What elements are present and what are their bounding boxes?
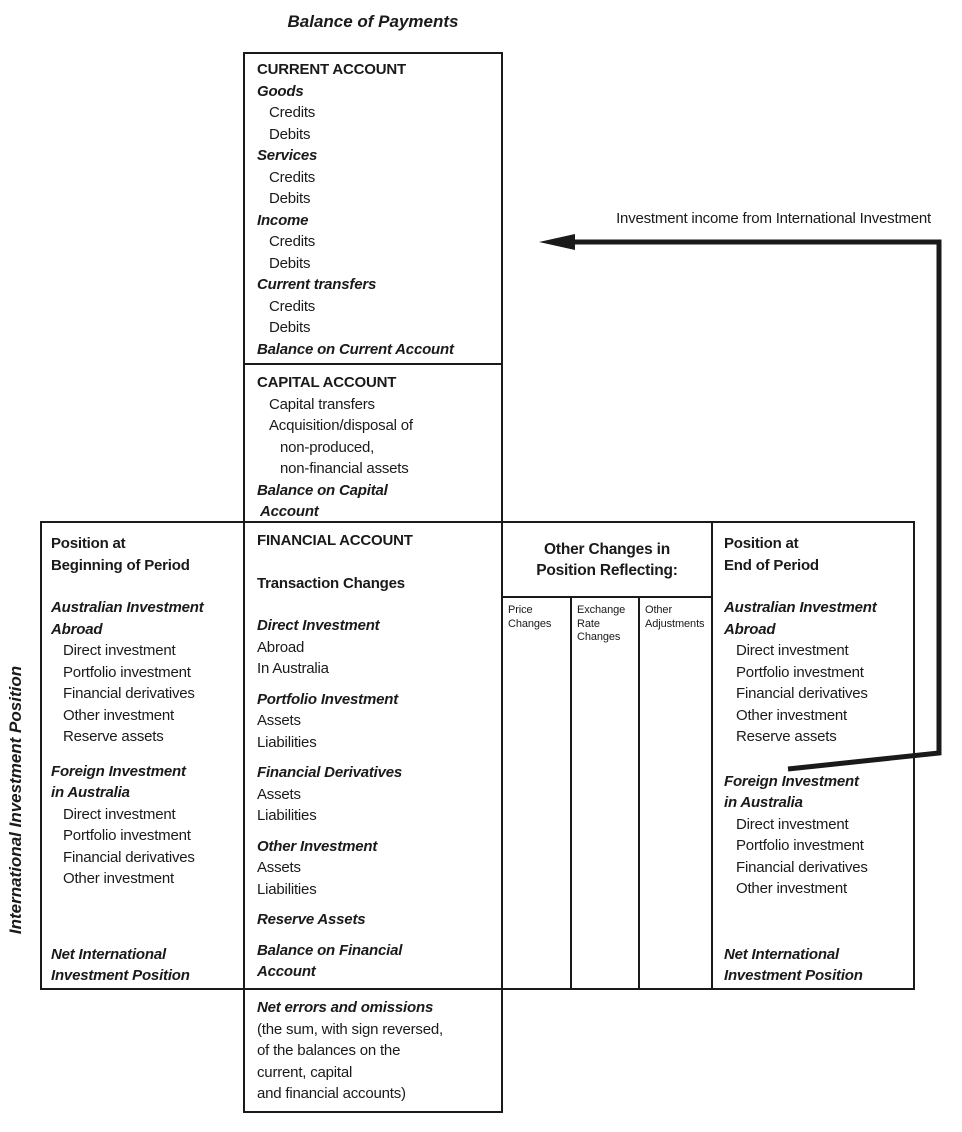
text-line: Financial derivatives <box>63 848 195 866</box>
text-line: non-produced, <box>280 438 375 456</box>
text-line: FINANCIAL ACCOUNT <box>257 532 413 549</box>
text-line: (the sum, with sign reversed, <box>257 1020 443 1038</box>
text-line: Portfolio investment <box>63 663 191 681</box>
text-line: and financial accounts) <box>257 1085 406 1102</box>
diagram-title: Balance of Payments <box>287 12 459 31</box>
text-line: Liabilities <box>257 880 317 898</box>
text-line: Direct Investment <box>257 617 380 634</box>
text-line: Investment Position <box>724 967 863 984</box>
text-line: Direct investment <box>736 642 849 659</box>
text-line: Foreign Investment <box>724 772 859 790</box>
text-line: Abroad <box>257 638 305 656</box>
text-line: Assets <box>257 712 301 729</box>
text-line: Foreign Investment <box>51 762 186 780</box>
text-line: Net International <box>724 945 839 963</box>
text-line: Debits <box>269 190 311 207</box>
text-line: Reserve assets <box>63 728 164 745</box>
text-line: Financial Derivatives <box>257 764 403 781</box>
text-line: Account <box>260 503 319 520</box>
text-line: Services <box>257 147 318 164</box>
text-line: Other investment <box>736 880 848 897</box>
text-line: Other Investment <box>257 837 378 855</box>
text-line: Financial derivatives <box>63 685 195 702</box>
text-line: Other investment <box>63 870 175 887</box>
text-line: Portfolio investment <box>736 837 864 854</box>
column-exchange-rate-changes: Exchange Rate Changes <box>572 598 640 988</box>
other-changes-columns: Price Changes Exchange Rate Changes Othe… <box>503 598 711 988</box>
text-line: Transaction Changes <box>257 574 405 592</box>
text-line: Acquisition/disposal of <box>269 417 413 434</box>
text-line: Financial derivatives <box>736 685 868 702</box>
text-line: Australian Investment <box>51 599 204 616</box>
text-line: Other investment <box>63 706 175 724</box>
text-line: Net International <box>51 945 166 963</box>
column-price-changes: Price Changes <box>503 598 572 988</box>
text-line: End of Period <box>724 556 819 574</box>
text-line: Debits <box>269 254 311 272</box>
text-line: In Australia <box>257 660 329 677</box>
text-line: Debits <box>269 319 311 336</box>
column-other-adjustments: Other Adjustments <box>640 598 711 988</box>
column-price-changes-label: Price Changes <box>508 604 552 630</box>
text-line: non-financial assets <box>280 460 409 477</box>
text-line: in Australia <box>724 794 803 811</box>
column-exchange-rate-changes-label: Exchange Rate Changes <box>577 604 626 643</box>
text-line: Direct investment <box>63 642 176 659</box>
text-line: Financial derivatives <box>736 858 868 876</box>
text-line: Assets <box>257 859 301 876</box>
text-line: Portfolio investment <box>63 827 191 844</box>
text-line: Credits <box>269 233 316 250</box>
other-changes-header-line2: Position Reflecting: <box>536 561 678 579</box>
net-errors-and-omissions-box: Net errors and omissions (the sum, with s… <box>243 988 503 1113</box>
text-line: in Australia <box>51 784 130 801</box>
text-line: Beginning of Period <box>51 556 190 574</box>
text-line: Position at <box>724 535 799 552</box>
text-line: Reserve Assets <box>257 911 366 928</box>
text-line: Liabilities <box>257 733 317 751</box>
text-line: Other investment <box>736 706 848 724</box>
text-line: current, capital <box>257 1063 353 1081</box>
text-line: Current transfers <box>257 276 377 293</box>
text-line: Account <box>257 963 316 980</box>
text-line: Net errors and omissions <box>257 999 434 1016</box>
text-line: Balance on Current Account <box>257 340 454 358</box>
text-line: Abroad <box>51 620 103 638</box>
text-line: Balance on Capital <box>257 481 388 499</box>
text-line: Liabilities <box>257 807 317 824</box>
text-line: Direct investment <box>63 805 176 823</box>
text-line: Portfolio Investment <box>257 690 399 708</box>
text-line: Abroad <box>724 620 776 638</box>
text-line: of the balances on the <box>257 1042 401 1059</box>
text-line: Position at <box>51 535 126 552</box>
other-changes-box: Other Changes in Position Reflecting: Pr… <box>501 521 713 990</box>
text-line: Investment Position <box>51 967 190 984</box>
text-line: Debits <box>269 125 311 143</box>
text-line: Balance on Financial <box>257 941 403 959</box>
investment-income-arrowhead-icon <box>539 234 575 250</box>
text-line: Credits <box>269 104 316 121</box>
text-line: Reserve assets <box>736 728 837 745</box>
other-changes-header: Other Changes in Position Reflecting: <box>503 523 711 598</box>
text-line: Assets <box>257 785 301 803</box>
text-line: Portfolio investment <box>736 663 864 681</box>
text-line: Goods <box>257 82 304 100</box>
international-investment-position-axis-label: International Investment Position <box>6 665 25 935</box>
other-changes-header-line1: Other Changes in <box>544 540 670 558</box>
text-line: Income <box>257 211 309 229</box>
text-line: Direct investment <box>736 815 849 833</box>
text-line: Australian Investment <box>724 599 877 616</box>
text-line: Capital transfers <box>269 395 375 413</box>
text-line: CAPITAL ACCOUNT <box>257 374 397 391</box>
text-line: Credits <box>269 297 316 315</box>
investment-income-arrow-label: Investment income from International Inv… <box>616 210 931 227</box>
column-other-adjustments-label: Other Adjustments <box>645 604 705 630</box>
text-line: CURRENT ACCOUNT <box>257 61 406 78</box>
text-line: Credits <box>269 168 316 186</box>
